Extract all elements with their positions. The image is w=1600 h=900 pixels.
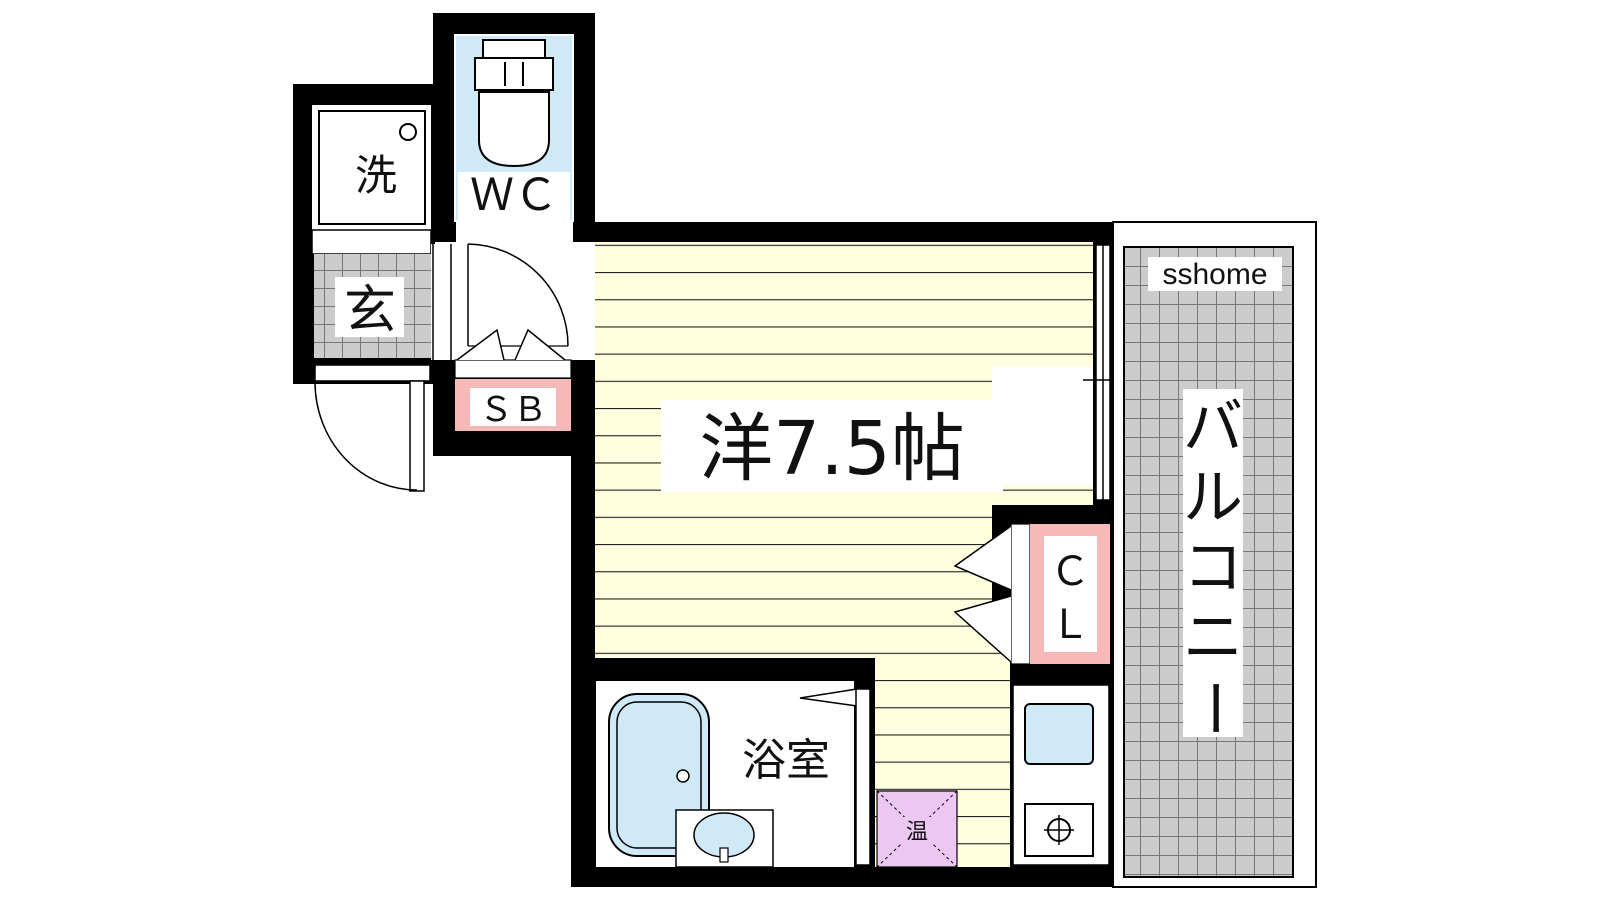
- window: [1083, 244, 1124, 501]
- balcony: バ ル コ ニ ー: [1112, 221, 1317, 888]
- washer-drain-icon: [399, 123, 417, 141]
- toilet-label: ＷＣ: [470, 170, 558, 221]
- bathroom-door-icon: [799, 688, 871, 866]
- balcony-label-char-3: コ: [1183, 533, 1243, 603]
- closet-label-1: Ｃ: [1050, 549, 1090, 595]
- balcony-label-char-1: バ: [1183, 393, 1243, 463]
- entrance-label: 玄: [344, 281, 396, 341]
- shoe-box-label: ＳＢ: [479, 390, 547, 430]
- water-heater-label: 温: [906, 820, 928, 845]
- water-heater: 温: [876, 790, 958, 868]
- shoe-box: ＳＢ: [454, 359, 572, 431]
- balcony-label: バ ル コ ニ ー: [1178, 393, 1248, 738]
- closet: Ｃ Ｌ: [1010, 523, 1110, 665]
- watermark: sshome: [1148, 257, 1282, 291]
- toilet-icon: [474, 39, 554, 168]
- toilet-room: ＷＣ: [454, 34, 574, 222]
- closet-door-icon: [953, 525, 1012, 663]
- kitchen-sink-icon: [1024, 703, 1094, 765]
- western-room-label: 洋7.5帖: [699, 406, 965, 492]
- closet-label-2: Ｌ: [1050, 602, 1090, 648]
- washer-area: 洗: [312, 105, 431, 230]
- western-room-label-group: 洋7.5帖: [661, 400, 1003, 492]
- washer-label: 洗: [355, 151, 397, 200]
- kitchen: [1012, 684, 1110, 866]
- watermark-text: sshome: [1162, 258, 1267, 291]
- balcony-label-char-4: ニ: [1183, 603, 1243, 673]
- shoe-box-door-icon: [456, 328, 566, 361]
- toilet-door-icon: [456, 222, 573, 356]
- stove-burner-icon: [1024, 803, 1094, 857]
- balcony-label-char-5: ー: [1178, 678, 1248, 738]
- bathroom: 浴室: [596, 681, 871, 868]
- balcony-label-char-2: ル: [1183, 463, 1243, 533]
- entrance-area: 玄: [311, 229, 432, 358]
- entrance-door-icon: [314, 364, 431, 492]
- sink-icon: [675, 809, 774, 868]
- bathroom-label: 浴室: [742, 735, 830, 786]
